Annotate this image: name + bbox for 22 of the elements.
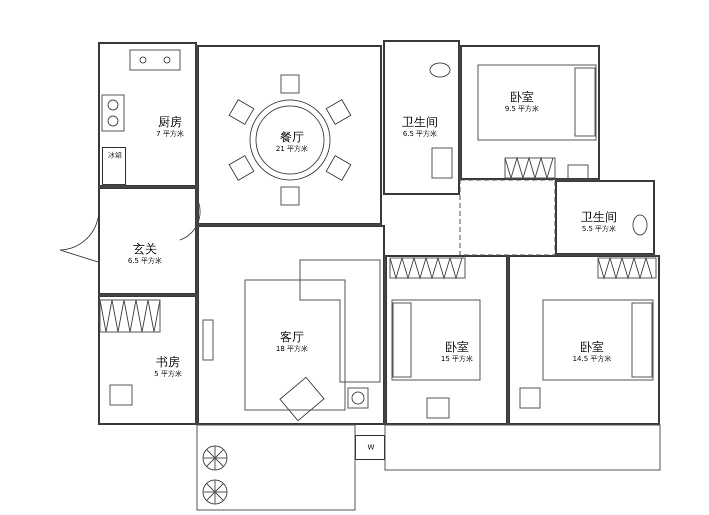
cabinet-box (355, 435, 385, 460)
room-outline (197, 225, 385, 425)
room-name: 玄关 (132, 242, 158, 257)
room-outline (98, 187, 197, 295)
room-outline (383, 40, 460, 195)
room-name: 卫生间 (581, 210, 617, 225)
room-outline (385, 255, 508, 425)
room-name: 书房 (155, 355, 181, 370)
room-outline (460, 45, 600, 180)
room-outline (98, 42, 197, 187)
room-name: 卧室 (509, 90, 535, 105)
room-name: 客厅 (279, 330, 305, 345)
room-outline (555, 180, 655, 255)
room-name: 卧室 (444, 340, 470, 355)
room-name: 卧室 (579, 340, 605, 355)
room-name: 厨房 (157, 115, 183, 130)
room-outline (508, 255, 660, 425)
room-name: 餐厅 (279, 130, 305, 145)
room-outline (98, 295, 197, 425)
room-name: 卫生间 (402, 115, 438, 130)
fridge-box (102, 147, 126, 185)
room-outline (197, 45, 382, 225)
